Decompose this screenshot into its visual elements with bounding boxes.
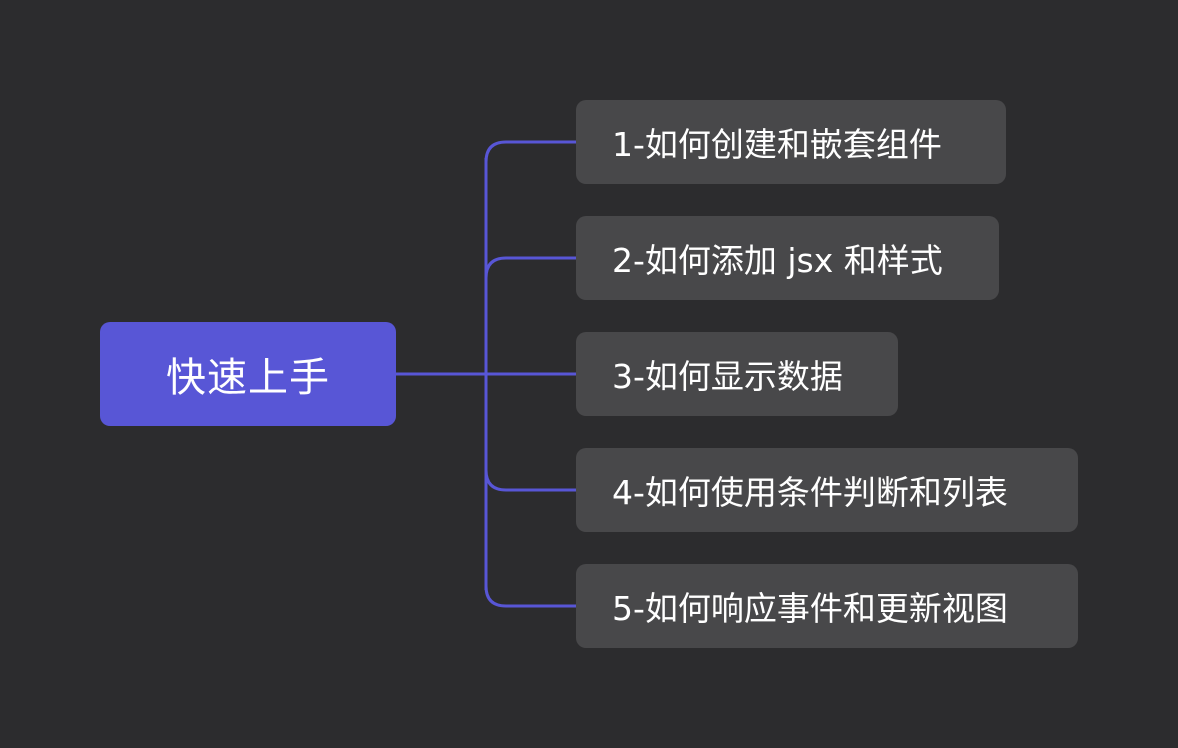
child-node-label: 5-如何响应事件和更新视图	[612, 589, 1008, 628]
connector-child-4	[484, 469, 576, 492]
child-node-4[interactable]: 4-如何使用条件判断和列表	[576, 448, 1078, 532]
child-node-2[interactable]: 2-如何添加 jsx 和样式	[576, 216, 999, 300]
child-node-label: 4-如何使用条件判断和列表	[612, 473, 1008, 512]
child-node-5[interactable]: 5-如何响应事件和更新视图	[576, 564, 1078, 648]
connector-child-2	[484, 256, 576, 279]
connector-child-1	[484, 140, 576, 163]
child-node-1[interactable]: 1-如何创建和嵌套组件	[576, 100, 1006, 184]
child-node-label: 2-如何添加 jsx 和样式	[612, 241, 943, 280]
child-node-label: 1-如何创建和嵌套组件	[612, 125, 942, 164]
root-node-label: 快速上手	[166, 355, 330, 401]
root-node[interactable]: 快速上手	[100, 322, 396, 426]
child-node-label: 3-如何显示数据	[612, 357, 843, 396]
child-node-3[interactable]: 3-如何显示数据	[576, 332, 898, 416]
connector-child-5	[484, 585, 576, 608]
